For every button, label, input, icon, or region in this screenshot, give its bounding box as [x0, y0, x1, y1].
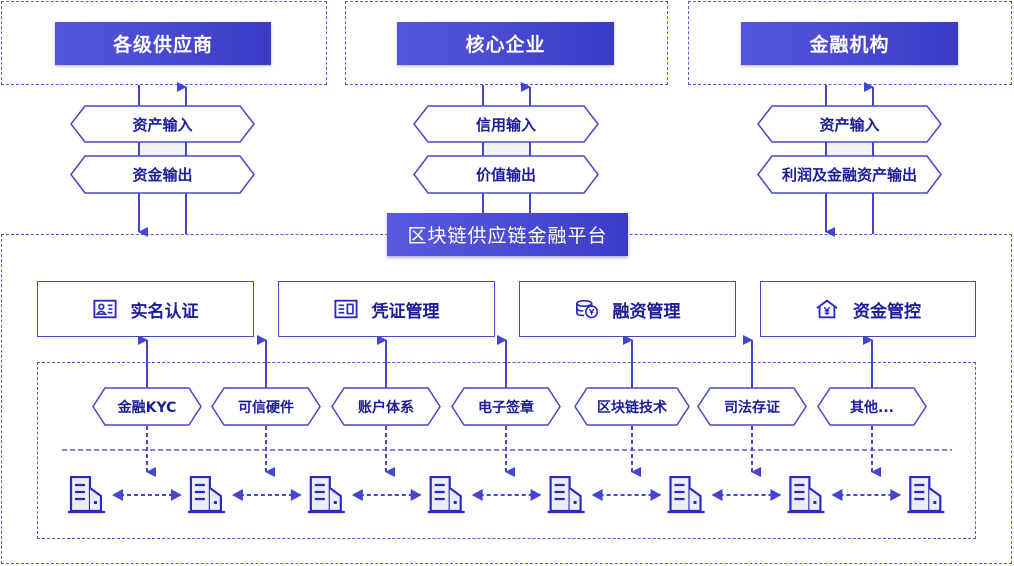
function-voucher-management: 凭证管理	[278, 281, 495, 337]
function-fund-control: 资金管控	[760, 281, 976, 337]
voucher-icon	[333, 299, 358, 319]
node-link-arrow-right	[170, 489, 182, 501]
building-icon	[787, 476, 826, 514]
flow-label-institutions-in: 资产输入	[819, 115, 880, 134]
tech-hexagon	[817, 387, 927, 426]
flow-hexagon-out	[757, 155, 942, 194]
flow-channel-band	[139, 141, 186, 157]
platform-title: 区块链供应链金融平台	[387, 213, 628, 256]
id-card-icon	[92, 299, 117, 319]
tech-label: 区块链技术	[597, 399, 667, 416]
node-link-arrow-left	[231, 489, 243, 501]
tech-hexagon	[697, 387, 807, 426]
building-icon	[307, 476, 346, 514]
function-real-name-auth: 实名认证	[37, 281, 254, 337]
node-link-arrow-right	[530, 489, 542, 501]
node-link-arrow-left	[471, 489, 483, 501]
node-link-arrow-left	[831, 489, 843, 501]
suppliers-title: 各级供应商	[55, 22, 271, 65]
tech-hexagon	[92, 387, 202, 426]
tech-label: 电子签章	[478, 399, 534, 416]
flow-hexagon-out	[413, 155, 599, 194]
flow-hexagon-in	[70, 105, 255, 143]
suppliers-container	[1, 1, 327, 85]
node-link-arrow-right	[290, 489, 302, 501]
flow-hexagon-in	[757, 105, 942, 143]
function-financing-management: 融资管理	[519, 281, 736, 337]
flow-channel-band	[826, 141, 873, 157]
tech-label: 其他...	[850, 399, 894, 416]
node-link-arrow-left	[112, 489, 123, 501]
flow-label-core-in: 信用输入	[475, 115, 536, 134]
function-label: 融资管理	[612, 301, 681, 322]
core-enterprise-container	[345, 1, 668, 85]
node-link-arrow-right	[650, 489, 662, 501]
building-icon	[427, 476, 466, 514]
building-icon	[907, 476, 946, 514]
flow-label-core-out: 价值输出	[475, 166, 536, 184]
node-link-arrow-right	[410, 489, 422, 501]
node-link-arrow-right	[770, 489, 782, 501]
function-label: 资金管控	[853, 301, 921, 322]
tech-label: 账户体系	[358, 399, 414, 416]
coins-icon	[575, 299, 598, 319]
node-link-arrow-left	[711, 489, 723, 501]
building-icon	[547, 476, 586, 514]
flow-channel-band	[483, 141, 530, 157]
function-label: 凭证管理	[371, 301, 440, 322]
building-icon	[187, 476, 226, 514]
institutions-title: 金融机构	[741, 22, 958, 65]
core-enterprise-title: 核心企业	[397, 22, 614, 65]
institutions-container	[688, 1, 1012, 85]
tech-hexagon	[331, 387, 441, 426]
node-link-arrow-left	[591, 489, 603, 501]
flow-label-institutions-out: 利润及金融资产输出	[781, 166, 917, 184]
tech-hexagon	[211, 387, 321, 426]
flow-hexagon-out	[70, 155, 255, 194]
tech-label: 司法存证	[724, 399, 780, 416]
flow-label-suppliers-in: 资产输入	[132, 115, 193, 134]
tech-hexagon	[451, 387, 561, 426]
building-icon	[68, 476, 106, 514]
house-yen-icon	[816, 299, 838, 319]
tech-hexagon	[574, 387, 690, 426]
function-label: 实名认证	[130, 301, 199, 322]
node-link-arrow-left	[351, 489, 363, 501]
node-link-arrow-right	[890, 489, 902, 501]
flow-label-suppliers-out: 资金输出	[132, 166, 193, 184]
flow-hexagon-in	[413, 105, 599, 143]
tech-label: 金融KYC	[117, 399, 177, 416]
tech-label: 可信硬件	[238, 399, 294, 416]
building-icon	[667, 476, 706, 514]
